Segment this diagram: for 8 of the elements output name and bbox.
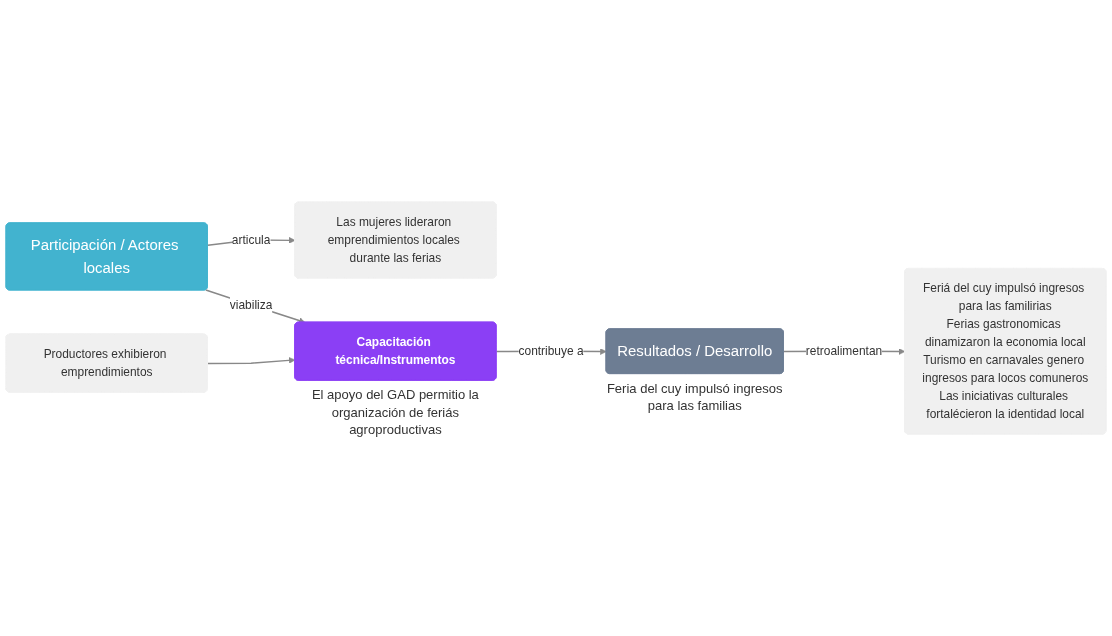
node-caption: El apoyo del GAD permitio la organización de feriás agroproductivas <box>310 386 480 439</box>
arrow <box>205 289 306 324</box>
edge-label: contribuye a <box>518 344 584 358</box>
edge-label: viabiliza <box>229 298 273 311</box>
edge-label: retroalimentan <box>805 344 883 358</box>
node-caption: Feria del cuy impulsó ingresos para las familias <box>605 379 784 415</box>
edge-label: articula <box>231 233 271 246</box>
arrow <box>207 357 296 365</box>
